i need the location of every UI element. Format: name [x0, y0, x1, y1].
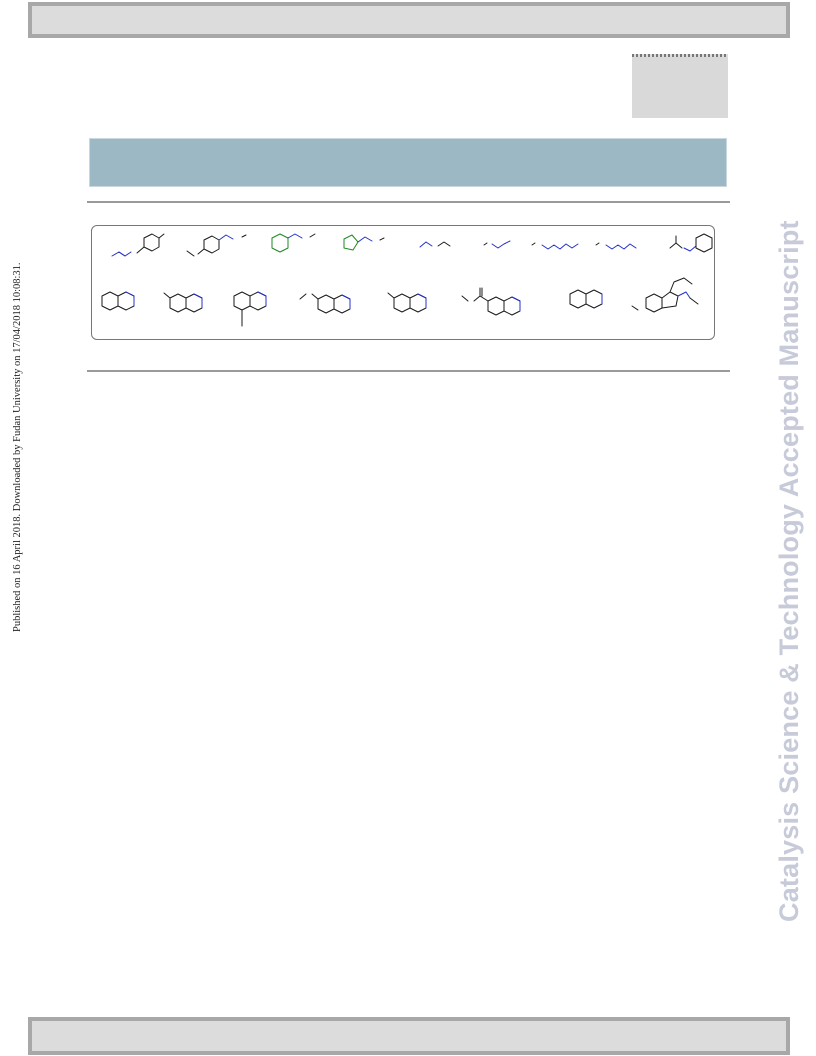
substrate-scheme	[91, 225, 715, 340]
structure-13	[299, 293, 351, 314]
structure-9	[669, 233, 713, 253]
publication-side-note: Published on 16 April 2018. Downloaded b…	[12, 262, 23, 632]
structure-5	[419, 241, 451, 248]
article-banner	[89, 138, 727, 187]
page-header-bar	[28, 2, 790, 38]
structure-10	[101, 291, 135, 311]
structure-12	[233, 291, 267, 327]
journal-logo-placeholder	[632, 54, 728, 118]
structure-16	[569, 289, 603, 309]
structure-6	[483, 240, 511, 249]
structure-17	[631, 277, 699, 313]
logo-speckle	[632, 54, 728, 57]
structure-15	[461, 287, 521, 316]
structure-4	[343, 234, 385, 251]
structure-11	[163, 292, 203, 313]
structure-7	[531, 242, 579, 250]
structure-1	[111, 233, 165, 257]
scheme-structures	[101, 233, 713, 327]
structure-2	[186, 234, 247, 257]
table-bottom-rule	[87, 370, 730, 372]
table-top-rule	[87, 201, 730, 203]
structure-3	[271, 233, 316, 253]
page-footer-bar	[28, 1017, 790, 1055]
structure-8	[595, 242, 637, 250]
accepted-manuscript-watermark: Catalysis Science & Technology Accepted …	[774, 220, 804, 922]
structure-14	[387, 292, 427, 313]
